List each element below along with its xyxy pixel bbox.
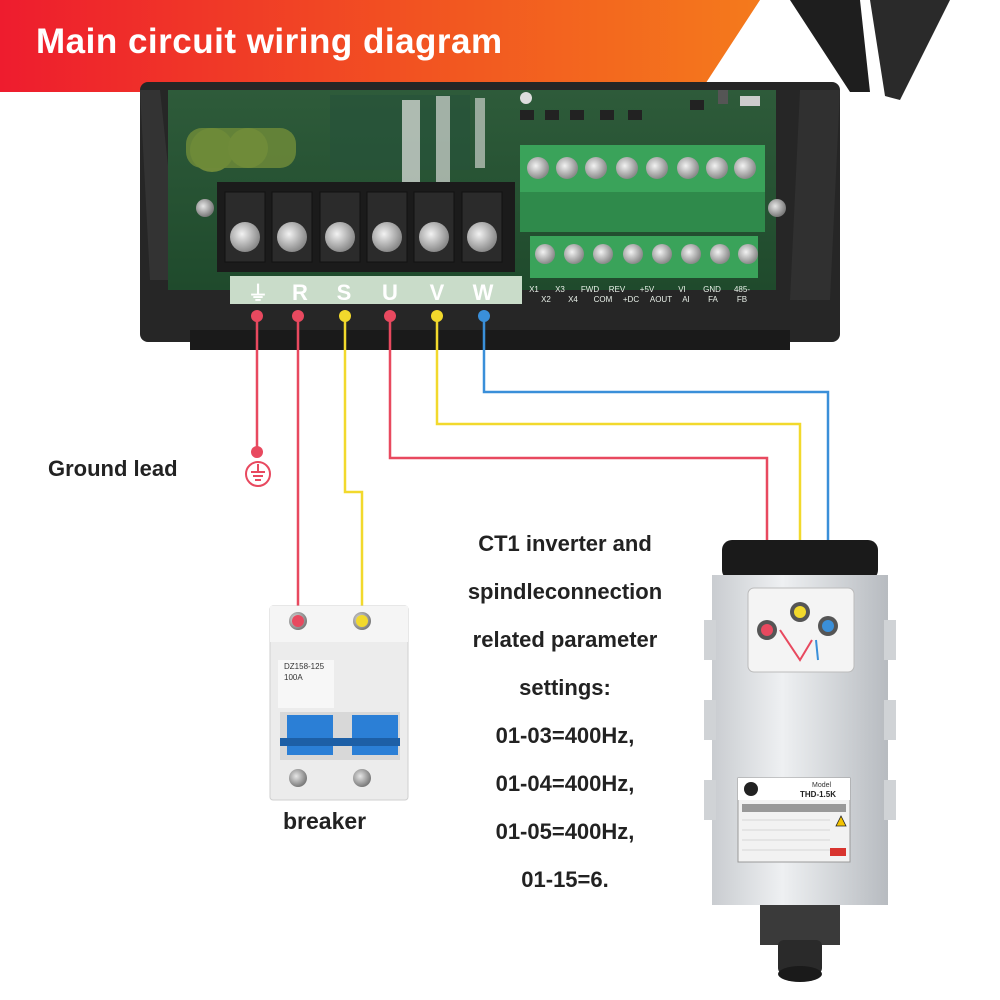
s-wire [343, 316, 364, 620]
settings-line-4: settings: [519, 675, 611, 700]
power-terminal-block: ⏚ R S U V W [217, 182, 522, 305]
settings-line-2: spindleconnection [467, 579, 663, 604]
spindle-model: THD-1.5K [800, 790, 836, 799]
w-wire [482, 316, 830, 596]
settings-line-7: 01-05=400Hz, [495, 819, 635, 844]
settings-line-6: 01-04=400Hz, [495, 771, 635, 796]
ctrl-label-top-6: VI [678, 285, 686, 294]
ctrl-label-top-7: GND [703, 285, 721, 294]
control-terminal-block: X1 X3 FWD REV +5V VI GND 485- X2 X4 COM … [520, 145, 765, 304]
terminal-label-s: S [337, 280, 352, 305]
settings-line-3: related parameter [472, 627, 658, 652]
v-wire [435, 316, 802, 596]
breaker: DZ158-125 100A [269, 605, 409, 801]
terminal-label-w: W [473, 280, 494, 305]
ctrl-label-bot-1: X2 [541, 295, 551, 304]
ctrl-label-top-4: REV [609, 285, 626, 294]
breaker-rating: 100A [284, 673, 303, 682]
ctrl-label-top-8: 485- [734, 285, 750, 294]
ctrl-label-top-1: X1 [529, 285, 539, 294]
ground-lead-label: Ground lead [48, 456, 178, 481]
settings-line-5: 01-03=400Hz, [495, 723, 635, 748]
ctrl-label-bot-5: AOUT [650, 295, 672, 304]
terminal-label-v: V [430, 280, 445, 305]
spindle-motor: Model THD-1.5K [704, 540, 896, 982]
ctrl-label-bot-3: COM [594, 295, 613, 304]
terminal-label-r: R [292, 280, 308, 305]
title-banner [0, 0, 760, 92]
breaker-model: DZ158-125 [284, 662, 325, 671]
ctrl-label-bot-7: FA [708, 295, 718, 304]
ctrl-label-top-5: +5V [640, 285, 655, 294]
ctrl-label-top-3: FWD [581, 285, 599, 294]
terminal-label-ground: ⏚ [248, 282, 268, 305]
terminal-label-u: U [382, 280, 398, 305]
ctrl-label-bot-8: FB [737, 295, 747, 304]
settings-line-1: CT1 inverter and [478, 531, 652, 556]
breaker-label: breaker [283, 808, 367, 834]
parameter-settings: CT1 inverter and spindleconnection relat… [420, 528, 710, 912]
terminal-dots [251, 310, 490, 458]
ctrl-label-top-2: X3 [555, 285, 565, 294]
ground-icon [245, 461, 271, 487]
page-title: Main circuit wiring diagram [36, 22, 503, 61]
ctrl-label-bot-2: X4 [568, 295, 578, 304]
settings-line-8: 01-15=6. [521, 867, 609, 892]
ctrl-label-bot-6: AI [682, 295, 690, 304]
ctrl-label-bot-4: +DC [623, 295, 639, 304]
spindle-model-label: Model [812, 782, 832, 789]
